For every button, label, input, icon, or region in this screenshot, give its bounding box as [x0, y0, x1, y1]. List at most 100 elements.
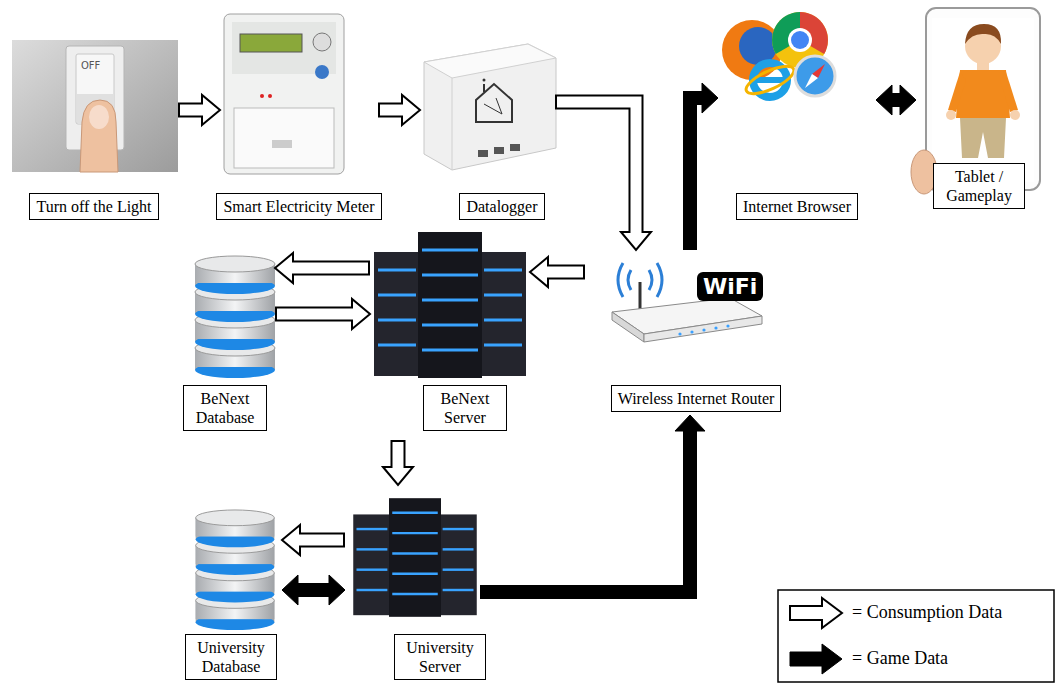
arrow-fill — [380, 105, 404, 116]
datalogger-picture — [478, 150, 488, 157]
router-picture — [628, 270, 631, 290]
node-label-box: Tablet / Gameplay — [933, 163, 1025, 209]
consumption-data-arrow — [530, 257, 585, 287]
browser-icons — [788, 28, 812, 52]
consumption-data-arrow — [378, 95, 420, 125]
server-node: BeNext Server — [370, 230, 530, 440]
tablet-node: Tablet / Gameplay — [916, 5, 1046, 228]
tablet-picture — [932, 18, 1034, 182]
router-picture — [690, 330, 693, 333]
arrow-fill — [298, 535, 343, 546]
arrow-head — [876, 85, 892, 115]
arrow-fill — [546, 267, 583, 278]
browser-icons — [795, 56, 835, 96]
datalogger-picture — [494, 147, 504, 154]
smart-meter-picture — [234, 108, 334, 168]
legend-frame — [778, 590, 1054, 682]
node-label: BeNext Database — [190, 389, 260, 427]
arrow-head — [282, 525, 300, 555]
arrow-head — [402, 95, 420, 125]
router-picture — [678, 332, 681, 335]
arrow-fill — [180, 105, 204, 116]
browser-node: Internet Browser — [718, 15, 876, 222]
node-label-box: University Database — [185, 634, 277, 680]
smart-meter-picture — [224, 14, 344, 174]
node-label: Smart Electricity Meter — [223, 197, 374, 216]
legend-frame — [778, 590, 1054, 682]
database-node: BeNext Database — [188, 255, 275, 440]
tablet-picture — [965, 24, 1001, 44]
arrow-fill — [557, 102, 636, 234]
game-data-arrow — [690, 83, 718, 250]
consumption-data-arrow — [275, 253, 370, 283]
router-picture — [644, 316, 762, 342]
game-data-arrow — [480, 415, 705, 592]
arrow-fill — [277, 309, 354, 320]
arrow-head — [383, 467, 413, 485]
arrow-head — [621, 232, 651, 250]
datalogger-picture — [483, 84, 485, 92]
node-label-box: University Server — [394, 634, 486, 680]
browser-icons — [722, 12, 835, 99]
smart-meter-picture — [240, 34, 302, 52]
database-picture — [196, 510, 275, 630]
node-label: University Server — [401, 638, 479, 676]
meter-node: Smart Electricity Meter — [220, 12, 378, 222]
arrow-head — [282, 575, 298, 605]
node-label-box: Datalogger — [459, 193, 544, 220]
node-label-box: BeNext Server — [423, 385, 507, 431]
browser-icons — [743, 61, 798, 99]
server-picture — [374, 232, 526, 378]
router-picture — [618, 263, 623, 297]
router-picture — [726, 324, 729, 327]
arrow-shaft — [892, 93, 900, 107]
datalogger-picture — [496, 98, 502, 114]
router-picture — [657, 263, 662, 297]
switch-marking: OFF — [81, 60, 100, 71]
node-label-box: Smart Electricity Meter — [216, 193, 381, 220]
game-data-arrow — [282, 575, 345, 605]
consumption-data-arrow — [275, 299, 370, 329]
wifi-logo: WiFi — [697, 272, 763, 301]
arrow-shaft — [480, 431, 690, 592]
legend-sample — [790, 598, 842, 628]
consumption-data-arrow — [282, 525, 345, 555]
smart-meter-picture — [272, 140, 292, 148]
game-data-arrow — [876, 85, 916, 115]
light-switch-picture — [89, 105, 109, 129]
router-picture — [612, 312, 644, 342]
router-picture — [714, 326, 717, 329]
arrow-fill — [393, 442, 404, 469]
node-label: Internet Browser — [743, 197, 851, 216]
datalogger-node: Datalogger — [420, 40, 555, 222]
node-label: Turn off the Light — [36, 197, 151, 216]
smart-meter-picture — [315, 65, 329, 79]
arrow-head — [275, 253, 293, 283]
tablet-picture — [948, 72, 966, 112]
legend-sample — [790, 644, 842, 674]
tablet-picture — [946, 110, 956, 120]
router-picture — [649, 270, 652, 290]
node-label: University Database — [192, 638, 270, 676]
smart-meter-picture — [224, 14, 344, 174]
arrow-shaft — [555, 102, 636, 232]
tablet-picture — [960, 118, 1006, 158]
node-label-box: BeNext Database — [183, 385, 267, 431]
router-picture — [702, 328, 705, 331]
arrow-shaft — [298, 583, 329, 597]
datalogger-picture — [424, 44, 556, 170]
router-picture — [639, 282, 642, 312]
server-picture — [353, 498, 477, 617]
tablet-picture — [956, 70, 1010, 118]
node-label-box: Wireless Internet Router — [611, 385, 782, 412]
database-node: University Database — [188, 510, 282, 682]
consumption-data-arrow — [178, 95, 220, 125]
light-switch-picture — [12, 40, 178, 172]
smart-meter-picture — [268, 94, 272, 98]
node-label: Wireless Internet Router — [618, 389, 775, 408]
arrow-fill — [291, 263, 368, 274]
consumption-data-arrow — [555, 102, 651, 250]
light-switch-picture — [80, 100, 118, 172]
